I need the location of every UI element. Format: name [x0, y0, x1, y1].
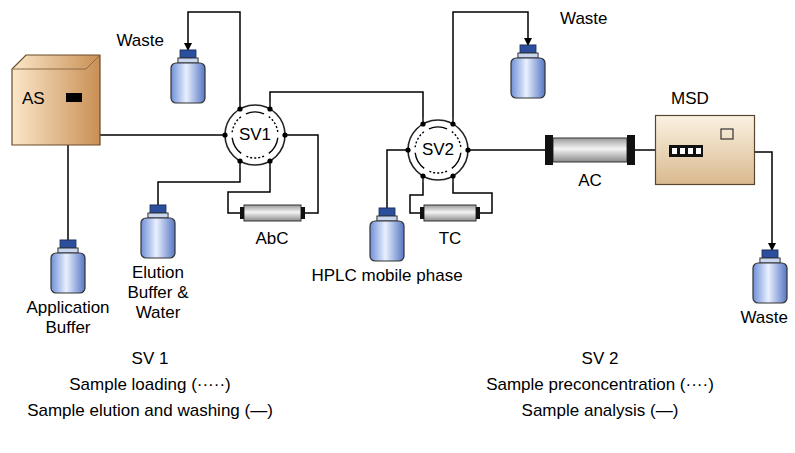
legend-note: Sample analysis (—)	[522, 401, 679, 421]
solvent-bottle: HPLC mobile phase	[369, 208, 405, 262]
legend-note: SV 2	[582, 349, 619, 369]
tubing-connector	[270, 92, 423, 117]
trap-column: TC	[420, 205, 480, 221]
legend-note: Sample loading (·····)	[69, 375, 231, 395]
legend-note: Sample preconcentration (····)	[486, 375, 714, 395]
buffer-bottle: Elution Buffer & Water	[140, 205, 176, 259]
node-label: AbC	[255, 229, 288, 249]
switching-valve: SV2	[405, 117, 471, 183]
waste-bottle: Waste	[752, 250, 788, 304]
solvent-bottle-shape	[369, 208, 405, 262]
analytical-column-shape	[545, 135, 635, 165]
node-label: SV1	[239, 125, 271, 145]
mass-detector-shape	[655, 115, 755, 185]
buffer-bottle-shape	[140, 205, 176, 259]
legend-note: SV 1	[132, 349, 169, 369]
tubing-connector	[387, 150, 405, 208]
node-label: Application Buffer	[18, 298, 118, 338]
legend-note: Sample elution and washing (—)	[27, 401, 273, 421]
node-label: Waste	[740, 308, 788, 328]
waste-bottle: Waste	[510, 45, 546, 99]
buffer-bottle-shape	[50, 240, 86, 294]
tubing-connector	[471, 149, 545, 151]
mass-detector: MSD	[655, 115, 755, 185]
buffer-bottle: Application Buffer	[50, 240, 86, 294]
node-label: AS	[22, 89, 45, 109]
autosampler: AS	[12, 55, 100, 145]
node-label: Waste	[560, 9, 608, 29]
tubing-connector	[100, 134, 222, 136]
tubing-connector	[288, 135, 318, 213]
waste-bottle-shape	[510, 45, 546, 99]
waste-bottle-shape	[170, 50, 206, 104]
antibody-column-shape	[240, 205, 305, 221]
waste-bottle-shape	[752, 250, 788, 304]
node-label: AC	[578, 171, 602, 191]
tubing-connector	[67, 145, 69, 240]
antibody-column: AbC	[240, 205, 305, 221]
node-label: HPLC mobile phase	[311, 266, 462, 286]
switching-valve: SV1	[222, 102, 288, 168]
analytical-column: AC	[545, 135, 635, 165]
node-label: MSD	[671, 89, 709, 109]
node-label: TC	[439, 229, 462, 249]
node-label: Elution Buffer & Water	[116, 263, 200, 323]
trap-column-shape	[420, 205, 480, 221]
node-label: SV2	[422, 140, 454, 160]
waste-bottle: Waste	[170, 50, 206, 104]
tubing-connector	[755, 152, 772, 250]
tubing-connector	[635, 149, 655, 151]
node-label: Waste	[116, 31, 164, 51]
